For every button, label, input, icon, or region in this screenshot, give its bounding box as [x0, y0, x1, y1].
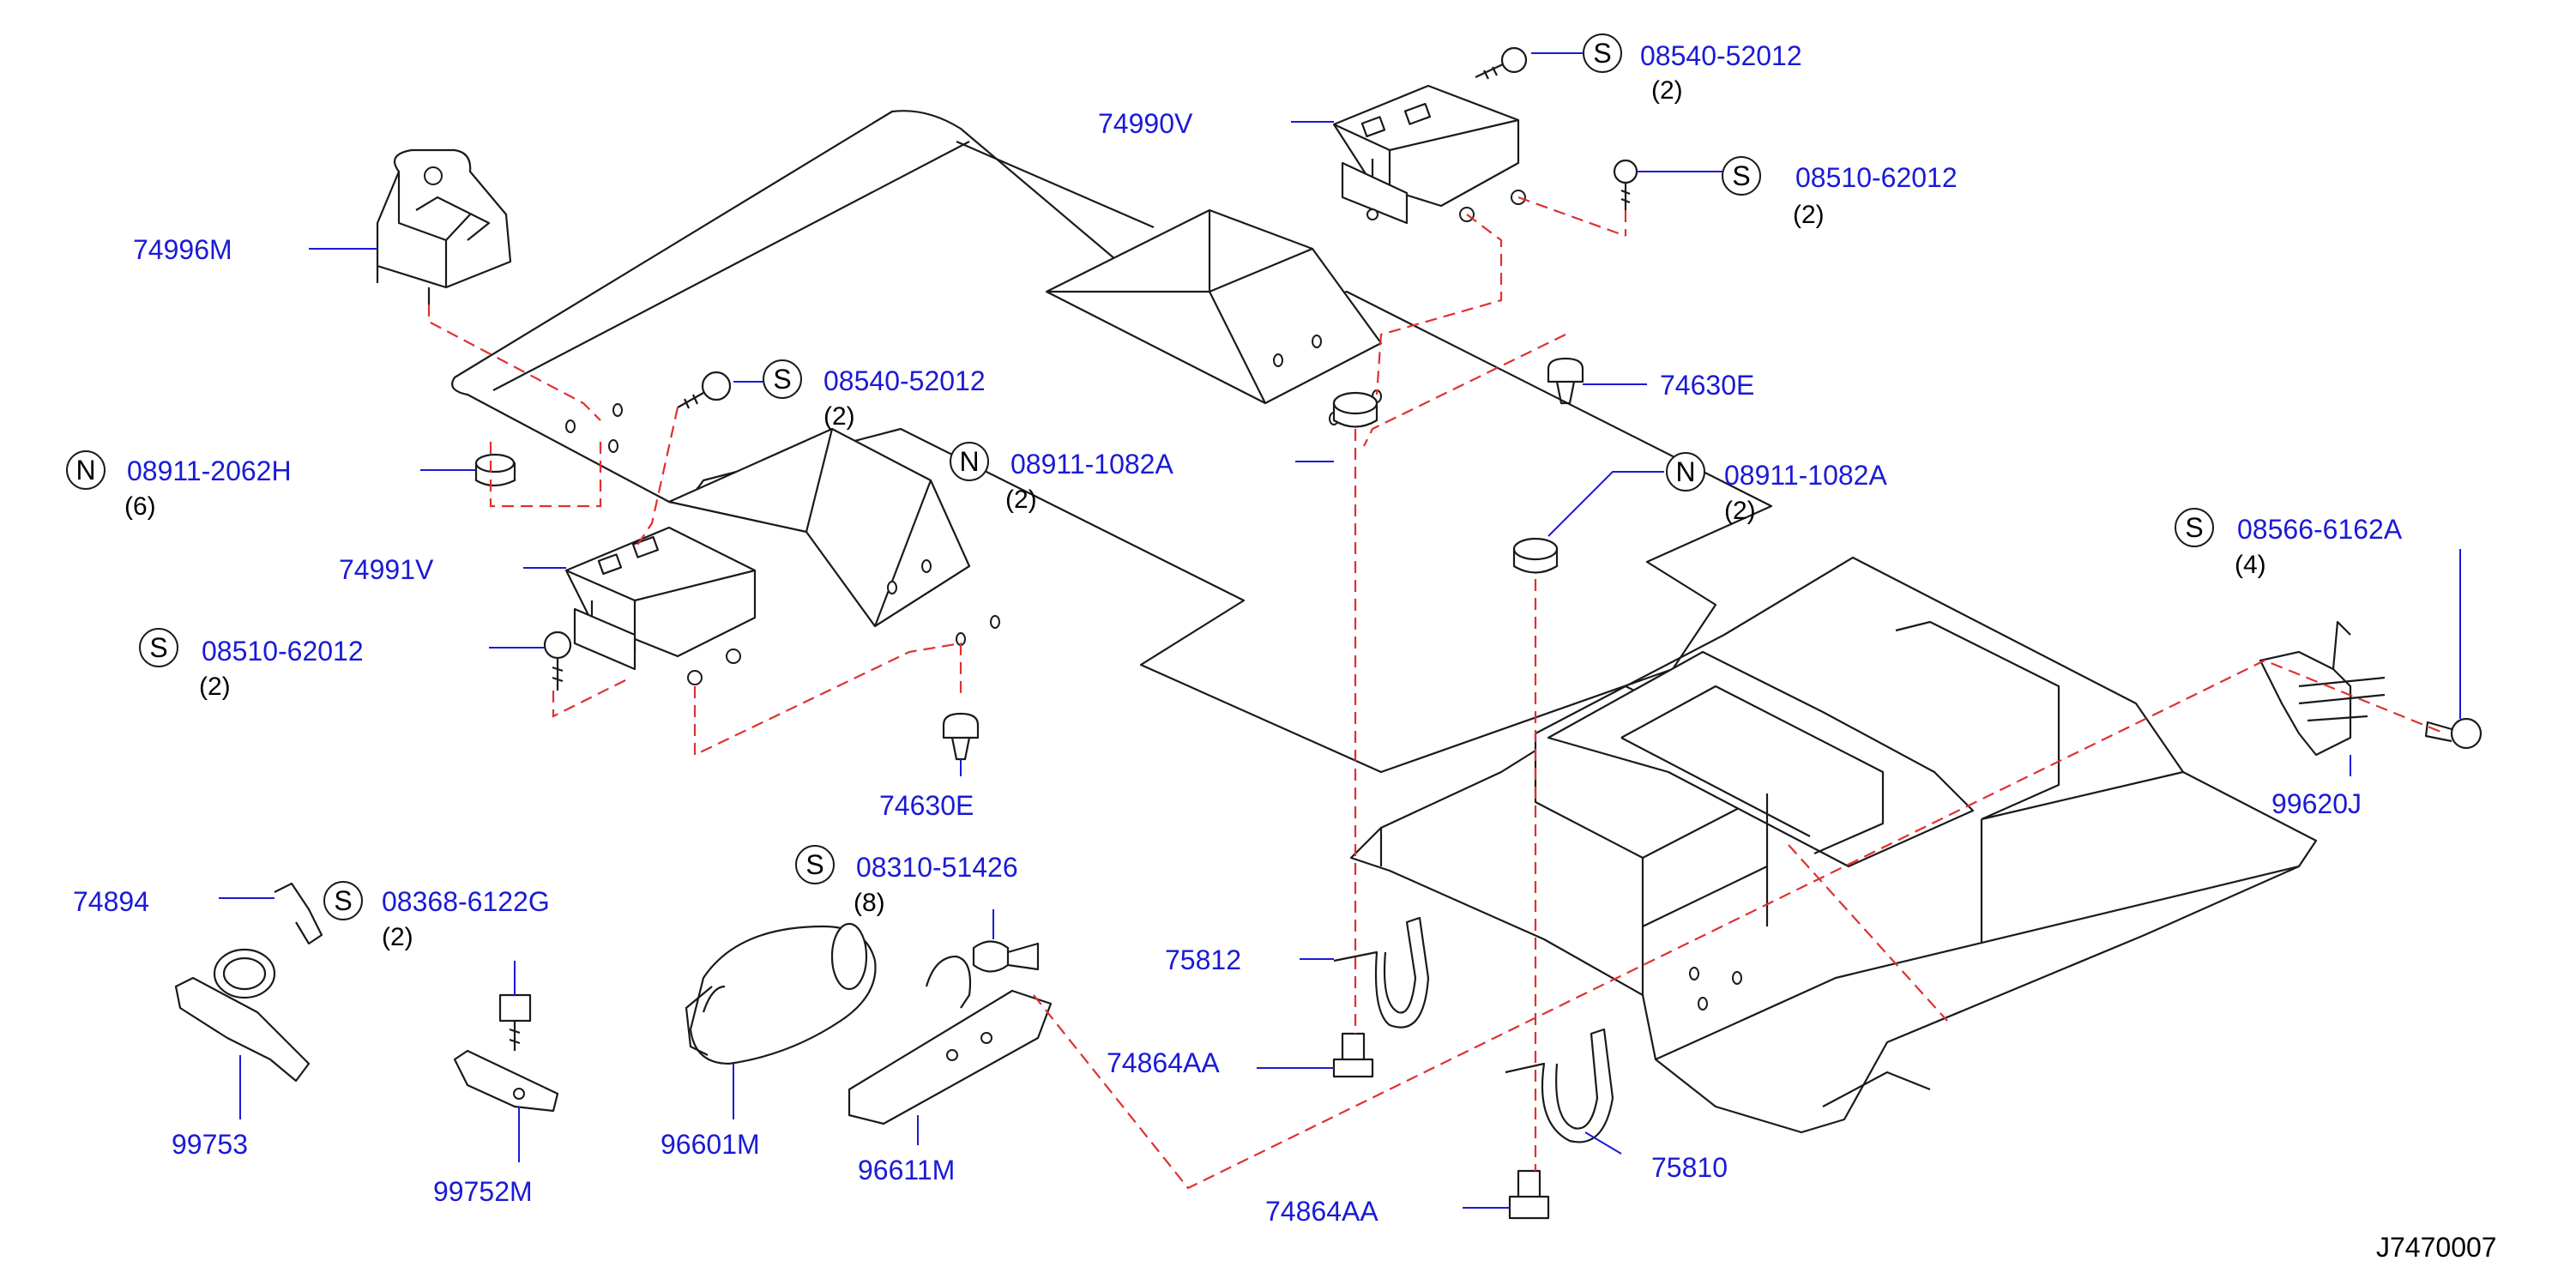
quantity: (2) [1724, 497, 1756, 525]
badge-circle [950, 442, 989, 481]
part-number: 74996M [133, 234, 232, 265]
callout-74996m: 74996M [133, 234, 232, 265]
callout-74894: 74894 [73, 886, 149, 917]
quantity: (6) [124, 492, 156, 521]
badge-letter: S [334, 885, 352, 916]
badge-circle [763, 359, 802, 399]
quantity: (8) [854, 889, 885, 917]
module-74990v [1332, 84, 1526, 225]
callout-74864aa-a: 74864AA [1107, 1047, 1220, 1078]
part-number: 75810 [1651, 1152, 1728, 1183]
badge-circle [139, 628, 178, 667]
badge-letter: N [1675, 456, 1695, 487]
assembly-lines [427, 196, 2446, 1190]
leader-lines [219, 52, 2461, 1209]
callout-08566: S 08566-6162A (4) [2175, 508, 2403, 579]
part-number: 08566-6162A [2237, 514, 2403, 545]
part-number: 99620J [2271, 788, 2362, 819]
badge-circle [1722, 156, 1761, 196]
diagram-code: J7470007 [2376, 1232, 2497, 1263]
callout-74990v: 74990V [1098, 108, 1193, 139]
callout-75810: 75810 [1651, 1152, 1728, 1183]
callout-08911-1082a-a: N 08911-1082A (2) [950, 442, 1173, 514]
badge-letter: N [75, 455, 95, 486]
part-number: 74864AA [1265, 1196, 1378, 1227]
callout-75812: 75812 [1165, 944, 1241, 975]
part-number: 08368-6122G [382, 886, 550, 917]
callout-99753: 99753 [172, 1129, 248, 1160]
part-number: 74991V [339, 554, 434, 585]
quantity: (2) [1005, 486, 1037, 514]
badge-letter: S [1593, 38, 1611, 69]
callout-96601m: 96601M [661, 1129, 760, 1160]
quantity: (4) [2235, 551, 2266, 579]
badge-circle [2175, 508, 2214, 547]
badge-letter: S [773, 364, 791, 395]
callout-08368: S 08368-6122G (2) [323, 881, 550, 951]
part-number: 74630E [879, 790, 974, 821]
badge-circle [323, 881, 363, 920]
badge-letter: S [2185, 512, 2203, 543]
part-number: 08510-62012 [202, 636, 364, 667]
badge-circle [1666, 452, 1705, 492]
fasteners [474, 46, 2482, 1220]
badge-letter: S [149, 632, 167, 663]
clamps-and-brackets [174, 620, 2386, 1143]
module-74991v [564, 526, 757, 685]
part-number: 96611M [858, 1155, 955, 1186]
callout-74864aa-b: 74864AA [1265, 1196, 1378, 1227]
part-number: 08510-62012 [1795, 162, 1958, 193]
part-number: 75812 [1165, 944, 1241, 975]
callout-96611m: 96611M [858, 1155, 955, 1186]
part-number: 96601M [661, 1129, 760, 1160]
part-number: 08911-1082A [1010, 449, 1173, 480]
part-number: 99752M [433, 1176, 533, 1207]
badge-letter: N [959, 446, 979, 477]
callout-08540-mid: S 08540-52012 (2) [763, 359, 986, 431]
part-number: 08540-52012 [823, 365, 986, 396]
callout-08510-top: S 08510-62012 (2) [1722, 156, 1958, 229]
part-number: 99753 [172, 1129, 248, 1160]
part-number: 74630E [1660, 370, 1754, 401]
callout-08911-2062h: N 08911-2062H (6) [66, 450, 292, 521]
quantity: (2) [382, 923, 413, 951]
callout-74630e-bot: 74630E [879, 790, 974, 821]
part-number: 08310-51426 [856, 852, 1018, 883]
quantity: (2) [1793, 201, 1825, 229]
badge-circle [1583, 33, 1622, 73]
callout-08540-top: S 08540-52012 (2) [1583, 33, 1802, 105]
part-number: 08540-52012 [1640, 40, 1802, 71]
callout-99752m: 99752M [433, 1176, 533, 1207]
badge-circle [66, 450, 106, 490]
part-number: 08911-2062H [127, 456, 292, 486]
badge-circle [795, 845, 835, 884]
part-number: 74990V [1098, 108, 1193, 139]
bracket-74996m [376, 148, 512, 305]
badge-letter: S [1732, 160, 1750, 191]
badge-letter: S [805, 849, 823, 880]
part-number: 08911-1082A [1724, 460, 1887, 491]
part-number: 74894 [73, 886, 149, 917]
callout-08310: S 08310-51426 (8) [795, 845, 1018, 917]
callout-74630e-top: 74630E [1660, 370, 1754, 401]
quantity: (2) [823, 402, 855, 431]
quantity: (2) [199, 673, 231, 701]
part-number: 74864AA [1107, 1047, 1220, 1078]
callout-08911-1082a-b: N 08911-1082A (2) [1666, 452, 1887, 525]
callout-99620j: 99620J [2271, 788, 2362, 819]
callout-08510-left: S 08510-62012 (2) [139, 628, 364, 701]
floor-panel [451, 110, 1773, 774]
rear-tray [1349, 556, 2318, 1134]
quantity: (2) [1651, 76, 1683, 105]
callout-74991v: 74991V [339, 554, 434, 585]
